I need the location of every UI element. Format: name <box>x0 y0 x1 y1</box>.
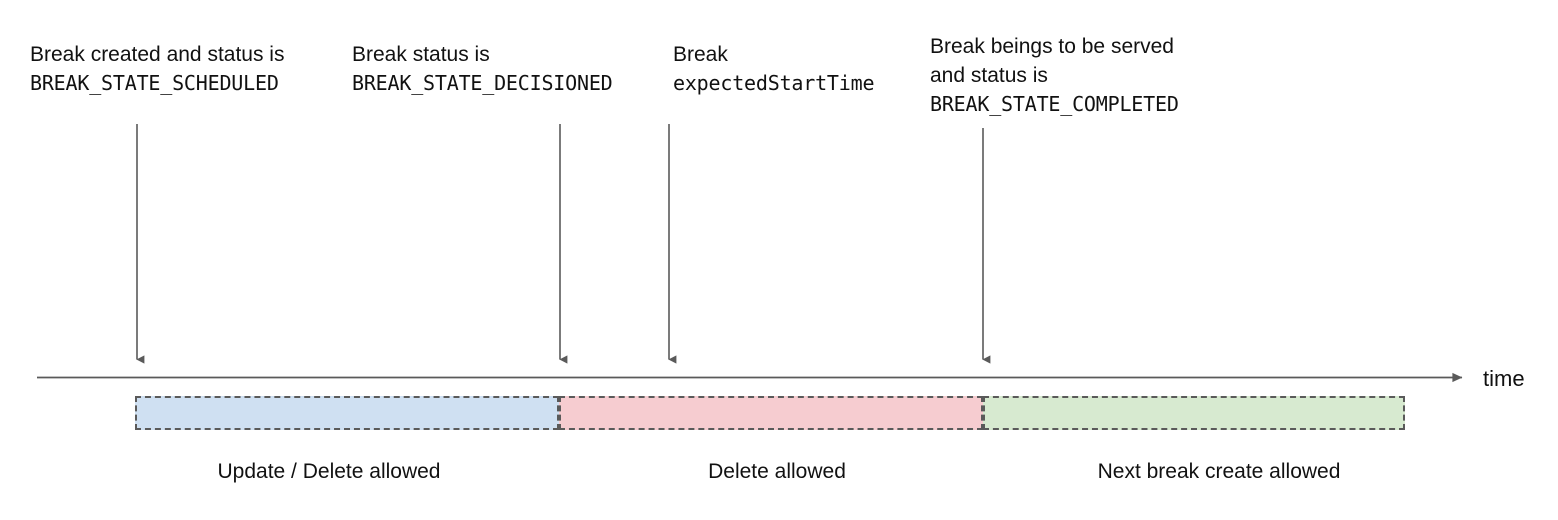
annotation-line-1: Break status is <box>352 43 490 66</box>
annotation-break-decisioned: Break status is BREAK_STATE_DECISIONED <box>352 40 613 98</box>
phase-bar-completed <box>983 396 1405 430</box>
time-axis-label: time <box>1483 366 1525 391</box>
annotation-field-name: expectedStartTime <box>673 71 875 95</box>
annotation-break-created: Break created and status is BREAK_STATE_… <box>30 40 284 98</box>
annotation-line-2: and status is <box>930 64 1048 87</box>
annotation-state-name: BREAK_STATE_SCHEDULED <box>30 71 279 95</box>
annotation-line-1: Break created and status is <box>30 43 285 66</box>
phase-caption-decisioned: Delete allowed <box>708 460 846 483</box>
phase-bar-scheduled <box>135 396 559 430</box>
annotation-state-name: BREAK_STATE_DECISIONED <box>352 71 613 95</box>
annotation-state-name: BREAK_STATE_COMPLETED <box>930 92 1179 116</box>
phase-caption-completed: Next break create allowed <box>1097 460 1341 483</box>
annotation-line-1: Break <box>673 43 728 66</box>
annotation-break-expected-start: Break expectedStartTime <box>673 40 875 98</box>
annotation-line-1: Break beings to be served <box>930 35 1174 58</box>
phase-caption-scheduled: Update / Delete allowed <box>217 460 441 483</box>
annotation-break-completed: Break beings to be served and status is … <box>930 32 1179 119</box>
phase-bar-decisioned <box>559 396 983 430</box>
